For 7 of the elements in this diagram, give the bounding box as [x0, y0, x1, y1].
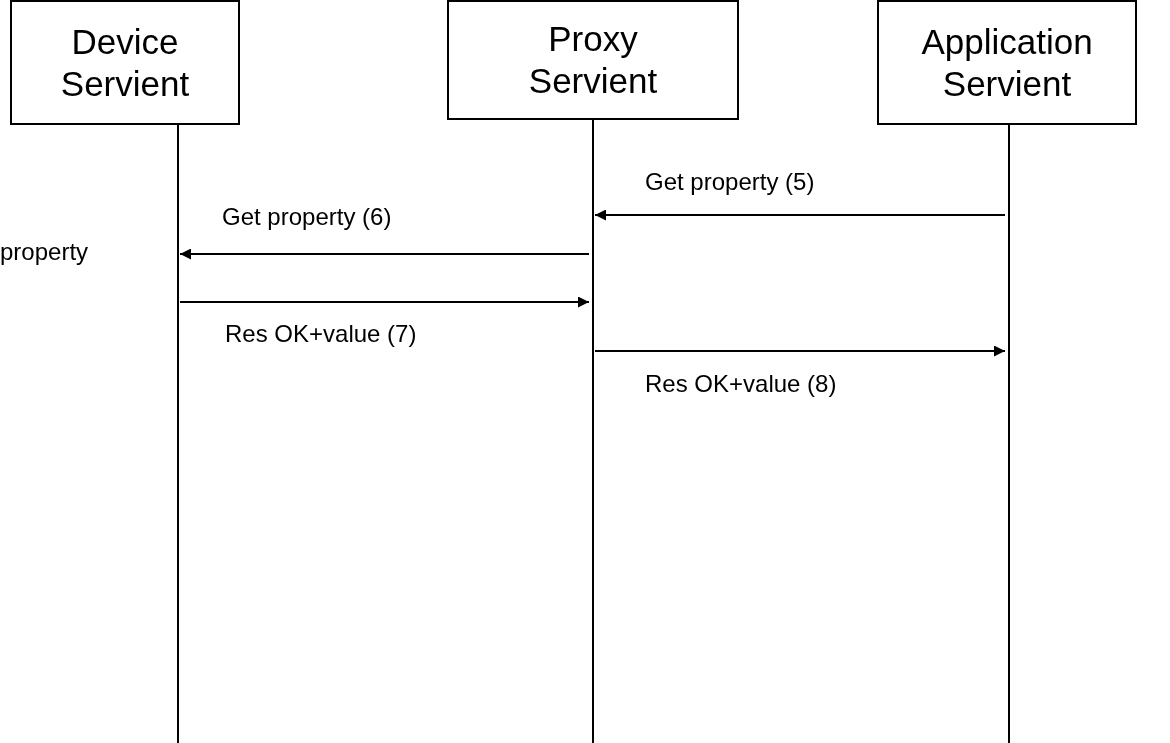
- message-arrow: [180, 248, 589, 260]
- message-arrow: [180, 296, 589, 308]
- participant-name: Proxy Servient: [527, 18, 659, 102]
- message-arrow: [595, 345, 1005, 357]
- message-arrow: [595, 209, 1005, 221]
- participant-name: Device Servient: [59, 20, 191, 105]
- participant-name: Application Servient: [920, 20, 1094, 105]
